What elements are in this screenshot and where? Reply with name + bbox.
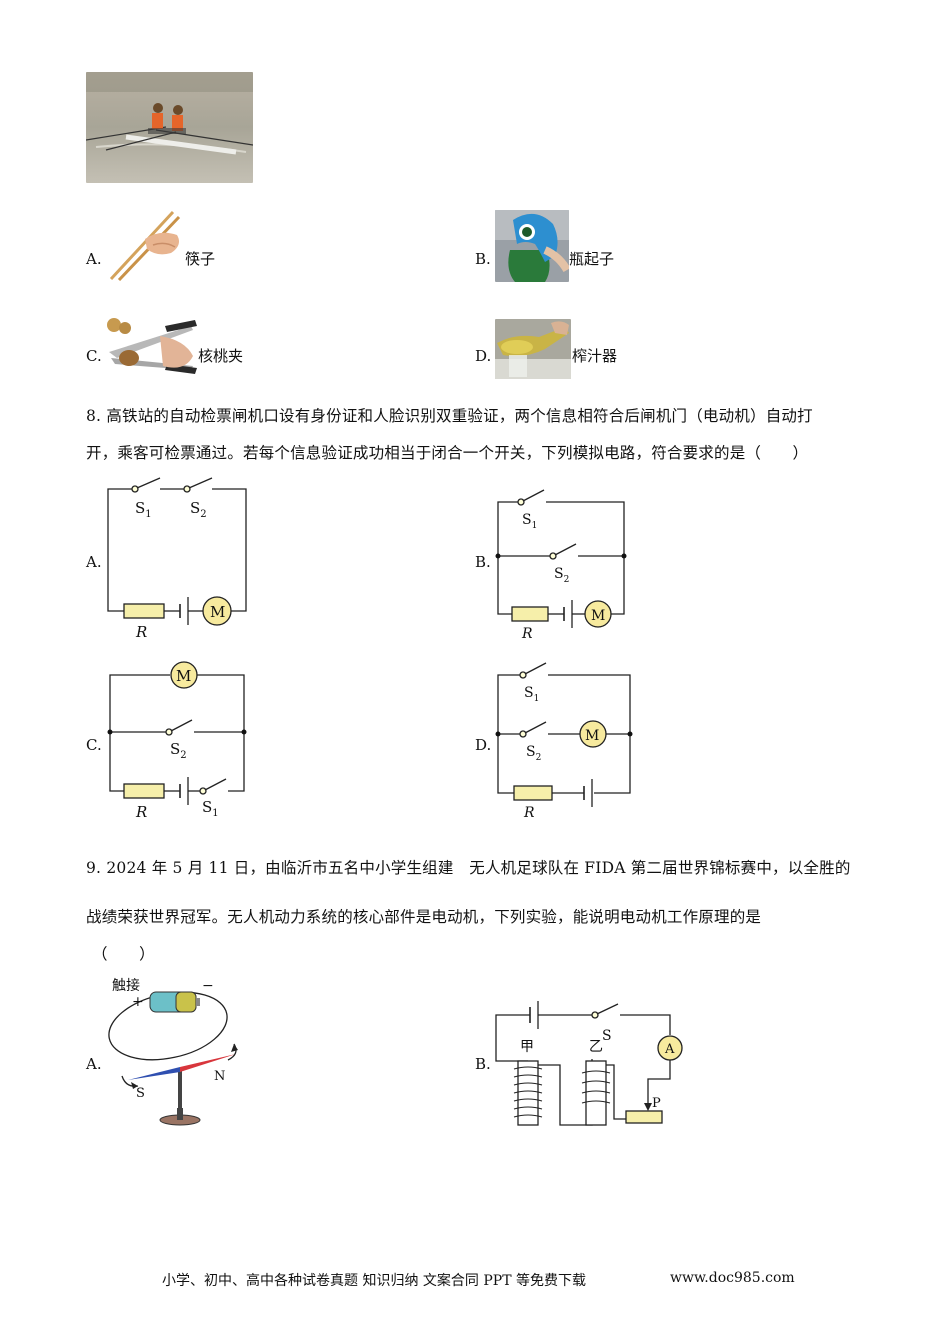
q8c-resistor-label: R bbox=[135, 803, 147, 821]
q8d-motor-label: M bbox=[585, 728, 599, 744]
q8d-resistor-label: R bbox=[523, 805, 535, 821]
q7-option-a-letter: A. bbox=[86, 250, 102, 268]
q7-option-c-letter: C. bbox=[86, 347, 102, 365]
q9a-minus-label: − bbox=[202, 978, 214, 994]
q9-stem-line2: 战绩荣获世界冠军。无人机动力系统的核心部件是电动机，下列实验，能说明电动机工作原… bbox=[86, 908, 762, 926]
q9-option-a-label: A. bbox=[86, 1055, 102, 1073]
q7-option-d-letter: D. bbox=[475, 347, 492, 365]
q8-stem-line1: 8. 高铁站的自动检票闸机口设有身份证和人脸识别双重验证，两个信息相符合后闸机门… bbox=[86, 407, 813, 425]
q8a-resistor-label: R bbox=[135, 623, 147, 641]
bottle-opener-photo bbox=[495, 210, 569, 282]
q8c-motor-label: M bbox=[176, 667, 191, 685]
q9b-ammeter-label: A bbox=[664, 1042, 675, 1057]
q7-option-b-text: 瓶起子 bbox=[569, 250, 615, 268]
q8d-s1-label: S1 bbox=[524, 685, 539, 704]
footer-url[interactable]: www.doc985.com bbox=[670, 1270, 795, 1286]
q8a-s1-label: S1 bbox=[135, 499, 152, 520]
q8b-resistor-label: R bbox=[521, 626, 533, 642]
rowing-photo bbox=[86, 72, 253, 183]
q8-option-b-label: B. bbox=[475, 553, 491, 571]
q9a-plus-label: + bbox=[132, 994, 144, 1010]
q9b-coil2-label: 乙 bbox=[589, 1039, 603, 1055]
q9a-north-label: N bbox=[214, 1069, 225, 1084]
q8d-s2-label: S2 bbox=[526, 744, 541, 763]
q7-option-a-text: 筷子 bbox=[185, 250, 216, 268]
q9-option-b-label: B. bbox=[475, 1055, 491, 1073]
q9-stem-line1: 9. 2024 年 5 月 11 日，由临沂市五名中小学生组建 无人机足球队在 … bbox=[86, 859, 851, 877]
q7-option-c-text: 核桃夹 bbox=[198, 347, 244, 365]
q7-option-d-text: 榨汁器 bbox=[572, 347, 618, 365]
q9b-switch-label: S bbox=[602, 1028, 612, 1044]
q8-circuit-b: S1 S2 M R bbox=[495, 489, 627, 642]
q8-option-c-label: C. bbox=[86, 736, 102, 754]
q8-circuit-c: M S2 S1 R bbox=[107, 661, 247, 821]
q8b-motor-label: M bbox=[591, 608, 605, 624]
q8b-s2-label: S2 bbox=[554, 566, 569, 585]
chopsticks-photo bbox=[105, 209, 185, 281]
q9-figure-b: S 甲 乙 A P bbox=[495, 1001, 683, 1126]
q9-figure-a: 触接 + − S N bbox=[108, 977, 238, 1126]
footer-text: 小学、初中、高中各种试卷真题 知识归纳 文案合同 PPT 等免费下载 bbox=[162, 1273, 586, 1289]
q8-circuit-a: S1 S2 M R bbox=[107, 477, 247, 641]
q8-stem-line2: 开，乘客可检票通过。若每个信息验证成功相当于闭合一个开关，下列模拟电路，符合要求… bbox=[86, 444, 809, 462]
q8c-s1-label: S1 bbox=[202, 798, 219, 819]
juicer-photo bbox=[495, 319, 571, 379]
q8c-s2-label: S2 bbox=[170, 740, 187, 761]
q9b-coil1-label: 甲 bbox=[520, 1039, 534, 1055]
q8b-s1-label: S1 bbox=[522, 512, 537, 531]
q9b-slider-label: P bbox=[652, 1096, 661, 1111]
q8-option-d-label: D. bbox=[475, 736, 492, 754]
q9a-contact-label: 触接 bbox=[112, 977, 140, 994]
nutcracker-photo bbox=[105, 316, 198, 378]
q9-stem-line3: （ ） bbox=[92, 945, 155, 963]
q7-option-b-letter: B. bbox=[475, 250, 491, 268]
q8-circuit-d: S1 S2 M R bbox=[495, 662, 633, 821]
q8a-s2-label: S2 bbox=[190, 499, 207, 520]
q8a-motor-label: M bbox=[210, 603, 225, 621]
q9a-south-label: S bbox=[136, 1086, 145, 1101]
q8-option-a-label: A. bbox=[86, 553, 102, 571]
